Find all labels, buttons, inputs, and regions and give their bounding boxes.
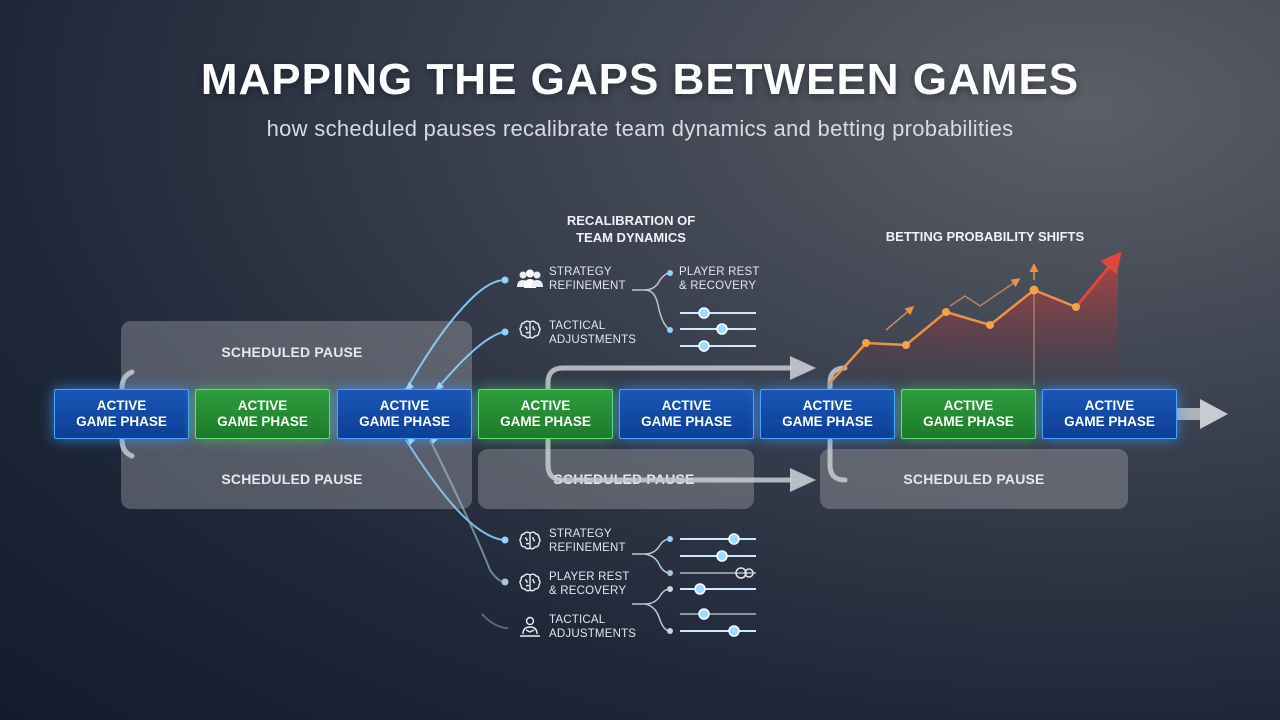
phase-label: ACTIVE GAME PHASE — [923, 398, 1014, 429]
phase-label: ACTIVE GAME PHASE — [782, 398, 873, 429]
phase-label: ACTIVE GAME PHASE — [359, 398, 450, 429]
timeline-arrow-shaft — [1176, 408, 1206, 420]
timeline-arrowhead — [1200, 399, 1228, 429]
scheduled-pause-label: SCHEDULED PAUSE — [903, 471, 1045, 487]
team-icon — [515, 268, 545, 295]
active-game-phase-7: ACTIVE GAME PHASE — [901, 389, 1036, 439]
flow-arrow-bottom-middle — [545, 437, 793, 483]
recalibration-heading: RECALIBRATION OF TEAM DYNAMICS — [566, 213, 696, 245]
betting-heading: BETTING PROBABILITY SHIFTS — [885, 229, 1085, 244]
brain-icon — [518, 571, 542, 600]
page-subtitle: how scheduled pauses recalibrate team dy… — [266, 116, 1014, 141]
active-game-phase-3: ACTIVE GAME PHASE — [337, 389, 472, 439]
scheduled-pause-label: SCHEDULED PAUSE — [221, 471, 363, 487]
phase-label: ACTIVE GAME PHASE — [217, 398, 308, 429]
active-game-phase-1: ACTIVE GAME PHASE — [54, 389, 189, 439]
active-game-phase-6: ACTIVE GAME PHASE — [760, 389, 895, 439]
branch-bottom — [632, 538, 671, 632]
betting-probability-chart — [827, 251, 1122, 386]
scheduled-pause-label: SCHEDULED PAUSE — [221, 344, 363, 360]
flow-arrow-right-stub-bottom — [827, 437, 848, 483]
page-title: MAPPING THE GAPS BETWEEN GAMES — [200, 55, 1080, 104]
active-game-phase-5: ACTIVE GAME PHASE — [619, 389, 754, 439]
flow-arrow-left-bottom — [119, 437, 135, 459]
person-icon — [518, 615, 542, 644]
arrowhead — [790, 468, 816, 492]
tactical-adjustments-label: TACTICAL ADJUSTMENTS — [549, 320, 637, 346]
connectors-top — [394, 279, 506, 403]
player-rest-recovery-label: PLAYER REST & RECOVERY — [679, 266, 760, 292]
mini-arrow — [885, 306, 915, 331]
tactical-adjustments-label: TACTICAL ADJUSTMENTS — [549, 614, 637, 640]
branch-top — [632, 272, 671, 331]
mini-arrow — [949, 278, 1021, 307]
arrowhead — [790, 356, 816, 380]
strategy-refinement-label: STRATEGY REFINEMENT — [549, 266, 626, 292]
betting-trend-arrow — [1074, 251, 1122, 308]
scheduled-pause-panel-right — [820, 449, 1128, 509]
active-game-phase-4: ACTIVE GAME PHASE — [478, 389, 613, 439]
phase-label: ACTIVE GAME PHASE — [641, 398, 732, 429]
player-rest-recovery-label: PLAYER REST & RECOVERY — [549, 571, 630, 597]
active-game-phase-8: ACTIVE GAME PHASE — [1042, 389, 1177, 439]
active-game-phase-2: ACTIVE GAME PHASE — [195, 389, 330, 439]
slider-group-bottom — [680, 538, 756, 632]
phase-label: ACTIVE GAME PHASE — [1064, 398, 1155, 429]
brain-icon — [518, 529, 542, 558]
brain-icon — [518, 318, 542, 347]
flow-arrow-top — [545, 365, 793, 398]
phase-label: ACTIVE GAME PHASE — [76, 398, 167, 429]
connectors-bottom — [405, 439, 509, 629]
strategy-refinement-label: STRATEGY REFINEMENT — [549, 528, 626, 554]
flow-arrow-left-top — [119, 369, 135, 391]
phase-label: ACTIVE GAME PHASE — [500, 398, 591, 429]
